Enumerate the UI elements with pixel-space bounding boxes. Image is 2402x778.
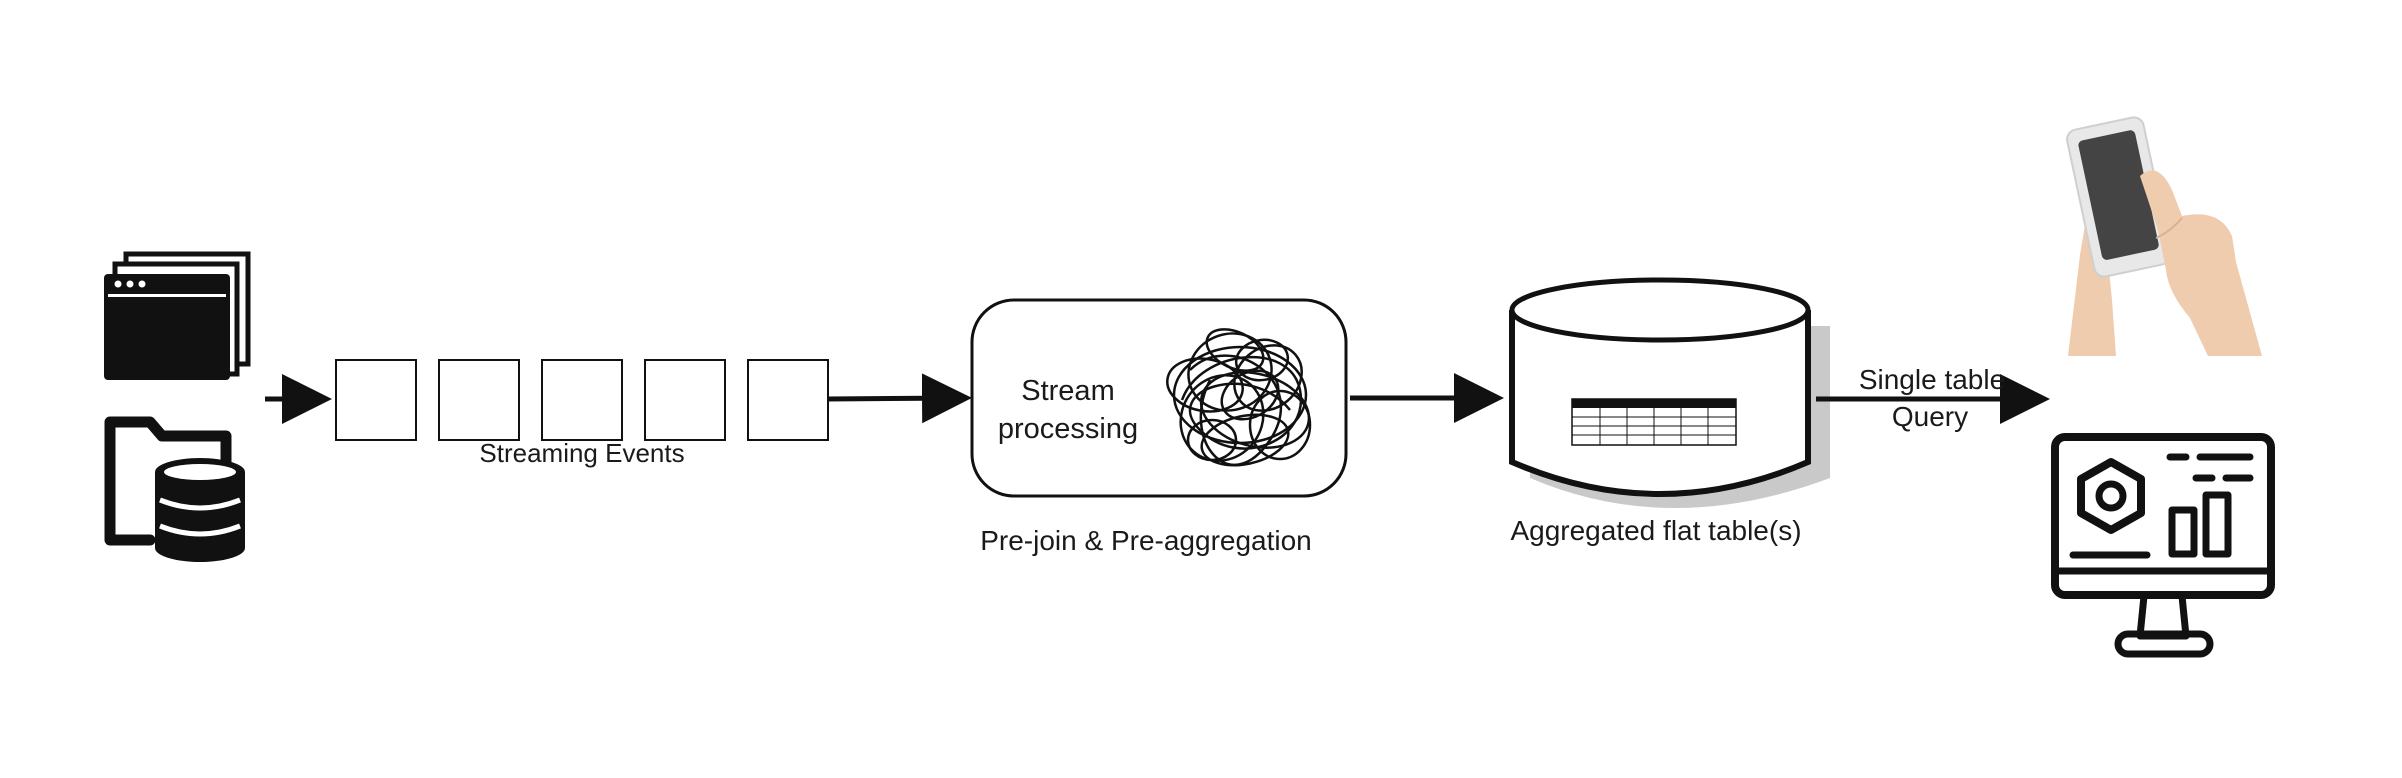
event-box [438,359,520,441]
event-box [541,359,623,441]
streaming-events-label: Streaming Events [479,438,684,468]
browser-windows-icon [104,251,251,380]
flat-table-icon [1571,398,1737,446]
event-box [335,359,417,441]
pre-join-label: Pre-join & Pre-aggregation [980,525,1312,556]
event-box [747,359,829,441]
stream-processing-node: Stream processing [970,298,1348,498]
streaming-events-queue [335,359,829,441]
aggregated-tables-label: Aggregated flat table(s) [1510,515,1801,546]
aggregated-database-icon [1509,277,1830,508]
dashboard-monitor-icon [2051,433,2275,658]
tangle-scribble-icon [1166,328,1312,467]
hand-phone-icon [2066,116,2262,356]
arrow-events-to-processing [827,373,972,424]
event-box [644,359,726,441]
folder-database-icon [104,416,245,562]
stream-processing-label-line1: Stream [1021,375,1114,407]
stream-processing-label-line2: processing [998,413,1138,445]
single-table-label-line1: Single table [1859,364,2005,395]
single-table-label-line2: Query [1892,401,1968,432]
